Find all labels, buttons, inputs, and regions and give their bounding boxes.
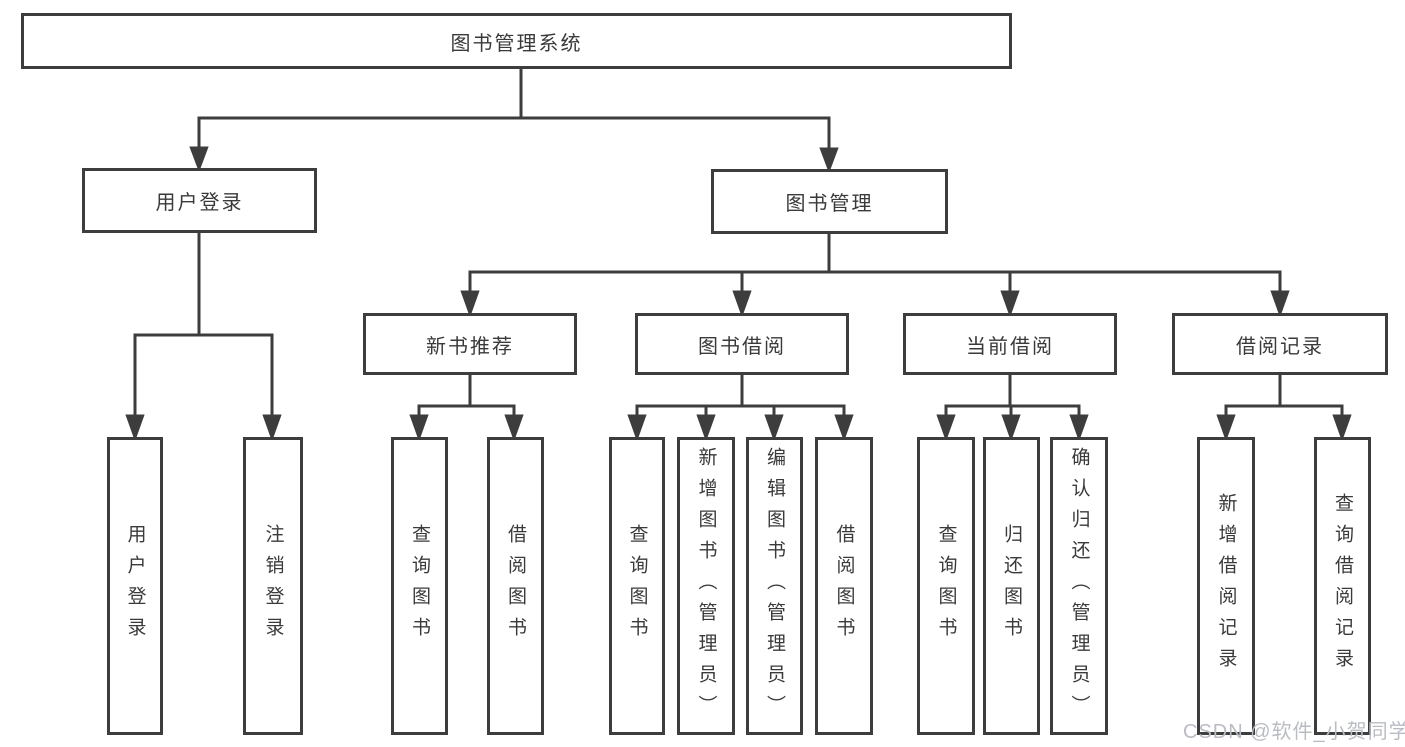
leaf-nbr-query-book: 查询图书 [391, 437, 448, 735]
node-new-book-recommend: 新书推荐 [363, 313, 577, 375]
node-book-management: 图书管理 [711, 169, 948, 234]
node-borrow-records: 借阅记录 [1172, 313, 1388, 375]
leaf-bb-borrow-book: 借阅图书 [815, 437, 873, 735]
leaf-bb-edit-book-admin: 编辑图书（管理员） [746, 437, 803, 735]
leaf-br-add-record: 新增借阅记录 [1197, 437, 1255, 735]
leaf-bb-query-book: 查询图书 [609, 437, 665, 735]
node-book-borrow: 图书借阅 [635, 313, 849, 375]
watermark-text: CSDN @软件_小贺同学 [1183, 721, 1405, 743]
leaf-cb-confirm-return-admin: 确认归还（管理员） [1050, 437, 1108, 735]
node-root: 图书管理系统 [21, 13, 1012, 69]
leaf-cb-return-book: 归还图书 [983, 437, 1040, 735]
leaf-user-login: 用户登录 [107, 437, 163, 735]
leaf-logout: 注销登录 [243, 437, 303, 735]
leaf-cb-query-book: 查询图书 [917, 437, 975, 735]
leaf-br-query-record: 查询借阅记录 [1314, 437, 1371, 735]
node-current-borrow: 当前借阅 [903, 313, 1117, 375]
leaf-bb-add-book-admin: 新增图书（管理员） [677, 437, 735, 735]
leaf-nbr-borrow-book: 借阅图书 [487, 437, 544, 735]
node-user-login: 用户登录 [82, 168, 317, 233]
